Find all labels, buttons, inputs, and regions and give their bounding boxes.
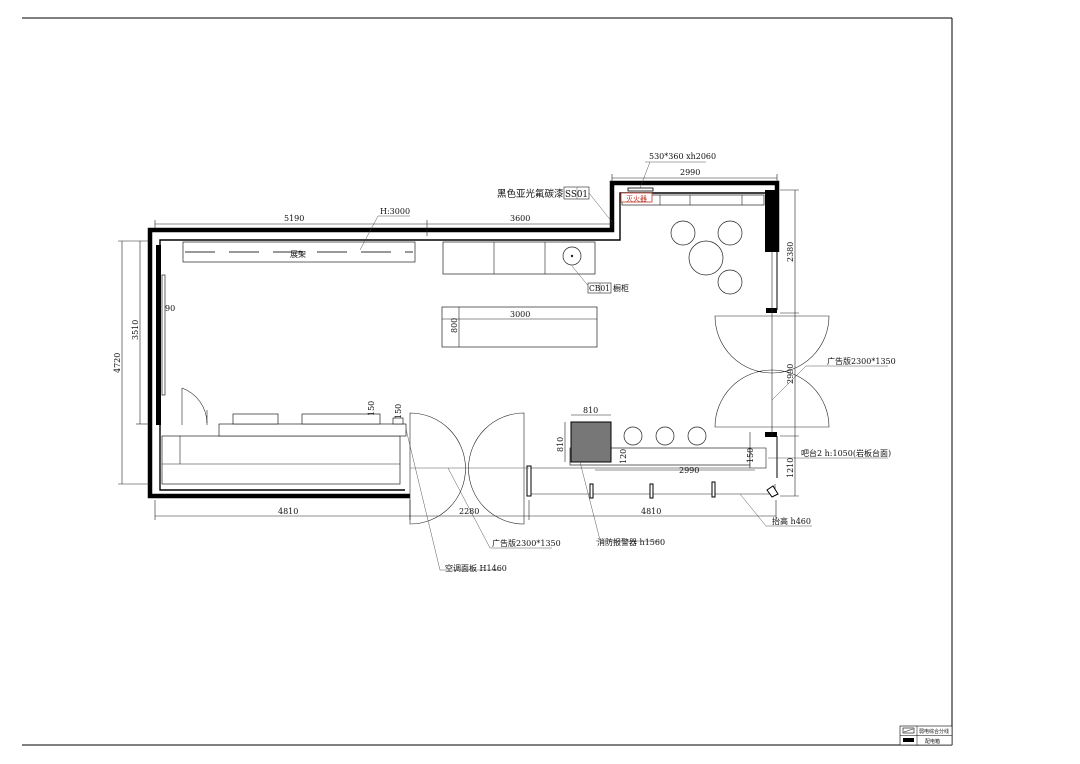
ac-panel-label: 空调面板 H1460 — [445, 563, 507, 573]
black-paint-text: 黑色亚光氟碳漆 — [497, 188, 564, 200]
right-doors: 广告版2300*1350 — [714, 252, 896, 436]
left-counter — [161, 387, 407, 485]
dim-small-90: 90 — [165, 304, 175, 313]
raised-platform: 抬高 h460 — [526, 465, 812, 527]
extinguisher-size: 530*360 xh2060 — [649, 152, 716, 161]
shelf-height-tag: H:3000 — [359, 207, 410, 251]
dim-small-150-a: 150 — [367, 401, 376, 416]
dim-right-bottom: 1210 — [786, 458, 795, 478]
drawing-frame — [22, 17, 953, 746]
dim-small-150-c: 150 — [746, 448, 755, 463]
cabinet-code: CB01 — [589, 284, 610, 293]
bar-counter: 吧台2 h:1050(岩板台面) — [569, 426, 891, 469]
raise-label: 抬高 h460 — [772, 516, 811, 526]
equipment-box: 消防报警器 h1560 — [570, 421, 665, 547]
dim-box-width: 810 — [583, 406, 598, 415]
bar-label: 吧台2 h:1050(岩板台面) — [801, 448, 891, 458]
cabinet-label: 橱柜 — [613, 283, 629, 293]
round-tables — [670, 220, 743, 295]
black-paint-code: SS01 — [565, 189, 588, 200]
dim-bar-length: 2990 — [679, 466, 699, 475]
shelf-label: 展架 — [290, 250, 306, 259]
dim-left-outer: 4720 — [113, 353, 122, 373]
ad-board-bottom-label: 广告版2300*1350 — [492, 538, 561, 548]
dim-island-width: 800 — [450, 318, 459, 333]
outer-walls — [147, 180, 780, 499]
dim-right-middle: 2990 — [786, 364, 795, 384]
dim-top-middle: 3600 — [510, 214, 530, 223]
legend-row1: 弱电综合分线 — [919, 728, 949, 735]
entrance-doors: 广告版2300*1350 空调面板 H1460 — [404, 412, 561, 573]
dim-island-length: 3000 — [510, 310, 530, 319]
dim-bottom-middle: 2280 — [459, 507, 479, 516]
cabinet-tag: CB01 橱柜 — [587, 282, 629, 294]
legend-row2: 配电箱 — [925, 738, 940, 745]
dim-small-150-b: 150 — [394, 404, 403, 419]
kitchen-cabinet — [442, 241, 596, 289]
dimension-lines: 5190 3600 2990 4720 3510 90 2380 2990 12… — [113, 168, 799, 520]
dim-bottom-left: 4810 — [278, 507, 298, 516]
dim-top-right: 2990 — [680, 168, 700, 177]
dim-left-inner: 3510 — [131, 320, 140, 340]
display-shelf: 展架 — [182, 241, 416, 263]
right-top-fixtures: 灭火器 530*360 xh2060 — [620, 152, 765, 206]
dim-small-120: 120 — [619, 449, 628, 464]
dim-bottom-right: 4810 — [641, 507, 661, 516]
fire-alarm-label: 消防报警器 h1560 — [597, 537, 665, 547]
dim-box-height: 810 — [556, 437, 565, 452]
extinguisher-label: 灭火器 — [626, 195, 647, 203]
fire-extinguisher — [620, 192, 653, 203]
dim-top-left: 5190 — [284, 214, 304, 223]
ad-board-right-label: 广告版2300*1350 — [827, 356, 896, 366]
island — [441, 306, 598, 348]
distribution-box-icon — [903, 738, 914, 742]
black-paint-tag: 黑色亚光氟碳漆 SS01 — [497, 186, 613, 223]
shelf-height-label: H:3000 — [380, 207, 410, 216]
legend: 弱电综合分线 配电箱 — [899, 725, 953, 746]
dim-right-top: 2380 — [786, 242, 795, 262]
